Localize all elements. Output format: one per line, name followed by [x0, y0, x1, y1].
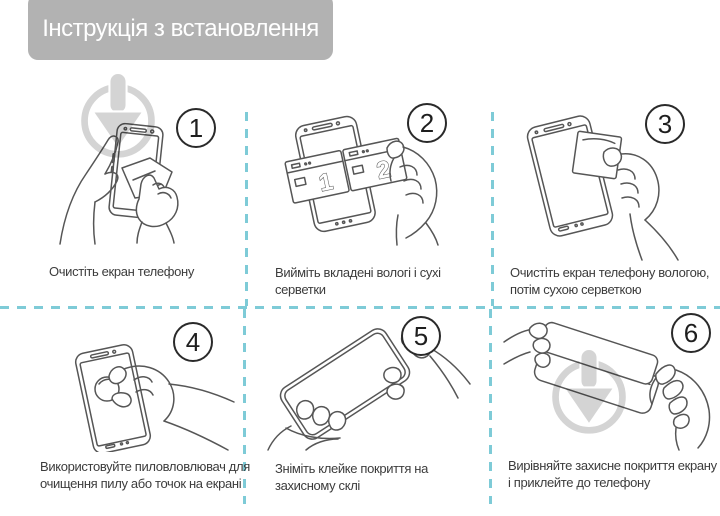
step-2-illustration: 1 2: [284, 115, 439, 246]
caption-line: Очистіть екран телефону вологою,: [510, 265, 710, 280]
caption-line: потім сухою серветкою: [510, 281, 642, 297]
step-number-badge: 6: [671, 313, 711, 353]
step-number-badge: 4: [173, 322, 213, 362]
step-number-badge: 1: [176, 108, 216, 148]
caption-line: Вийміть вкладені вологі і сухі: [275, 265, 441, 280]
caption-line: Зніміть клейке покриття на: [275, 461, 428, 476]
caption-line: Використовуйте пиловловлювач для: [40, 459, 250, 474]
step-number-badge: 3: [645, 104, 685, 144]
caption-line: захисному склі: [275, 477, 360, 493]
caption-line: і приклейте до телефону: [508, 474, 650, 490]
step-3-illustration: [526, 115, 679, 261]
sachet-2-label: 2: [374, 156, 393, 185]
page-title: Інструкція з встановлення: [42, 15, 319, 42]
step-4-caption: Використовуйте пиловловлювач для очищенн…: [40, 459, 250, 492]
caption-line: очищення пилу або точок на екрані: [40, 475, 242, 491]
step-1-caption: Очистіть екран телефону: [49, 264, 194, 281]
step-number: 2: [419, 107, 435, 138]
step-number-badge: 2: [407, 103, 447, 143]
step-number-badge: 5: [401, 316, 441, 356]
step-3-caption: Очистіть екран телефону вологою, потім с…: [510, 265, 710, 298]
grid-divider-horizontal: [0, 306, 720, 309]
step-4-illustration: [74, 344, 235, 452]
grid-divider-vertical-bottom-right: [489, 309, 492, 504]
sachet-1-label: 1: [317, 168, 336, 197]
step-number: 6: [683, 317, 699, 348]
caption-line: серветки: [275, 281, 326, 297]
step-2-caption: Вийміть вкладені вологі і сухі серветки: [275, 265, 441, 298]
header-banner: Інструкція з встановлення: [28, 0, 333, 60]
step-1-illustration: [59, 122, 179, 245]
step-6-illustration: [503, 321, 711, 451]
step-5-caption: Зніміть клейке покриття на захисному скл…: [275, 461, 428, 494]
grid-divider-vertical-top-left: [245, 112, 248, 306]
step-6-caption: Вирівняйте захисне покриття екрану і при…: [508, 458, 717, 491]
caption-line: Очистіть екран телефону: [49, 264, 194, 279]
step-5-illustration: [267, 326, 471, 451]
caption-line: Вирівняйте захисне покриття екрану: [508, 458, 717, 473]
step-number: 1: [188, 112, 204, 143]
grid-divider-vertical-bottom-left: [243, 309, 246, 504]
grid-divider-vertical-top-right: [491, 112, 494, 306]
step-number: 3: [657, 108, 673, 139]
step-number: 4: [185, 326, 201, 357]
step-number: 5: [413, 320, 429, 351]
